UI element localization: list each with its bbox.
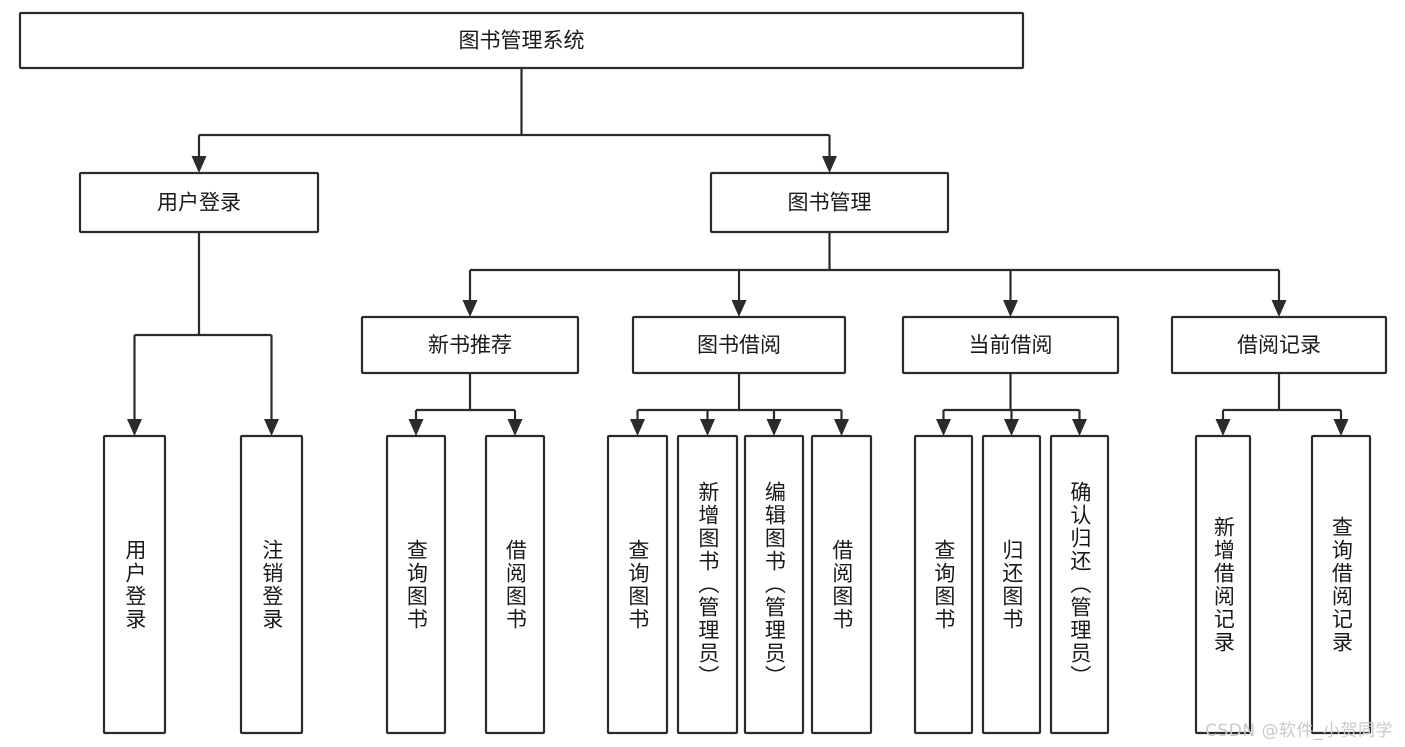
arrow-into-borrow-record xyxy=(1271,300,1287,317)
arrow-into-leaf-cur-return-book xyxy=(1004,419,1019,436)
node-user-login-label: 用户登录 xyxy=(157,191,241,215)
arrow-into-leaf-rec-add-record xyxy=(1215,419,1231,436)
leaf-leaf-rec-query-book-box[interactable] xyxy=(385,434,447,735)
root-root-box[interactable] xyxy=(18,11,1025,70)
arrow-into-leaf-rec-query-book xyxy=(408,419,424,436)
node-book-borrow-box[interactable] xyxy=(631,315,847,375)
arrow-into-user-login xyxy=(191,156,207,173)
node-current-borrow-box[interactable] xyxy=(901,315,1120,375)
leaf-leaf-borrow-add-book-box[interactable] xyxy=(676,434,739,735)
arrow-into-book-manage xyxy=(822,156,837,173)
node-borrow-record-label: 借阅记录 xyxy=(1237,333,1321,357)
arrow-into-current-borrow xyxy=(1003,300,1018,317)
boxes-layer xyxy=(18,11,1388,735)
arrow-into-leaf-user-login xyxy=(127,419,142,436)
arrow-into-leaf-borrow-edit-book xyxy=(766,419,782,436)
arrow-into-leaf-cur-query-book xyxy=(936,419,951,436)
leaf-leaf-cur-return-book-box[interactable] xyxy=(981,434,1042,735)
connectors-layer xyxy=(127,68,1349,436)
leaf-leaf-borrow-edit-book-box[interactable] xyxy=(743,434,805,735)
leaf-leaf-rec-query-record-box[interactable] xyxy=(1310,434,1372,735)
leaf-leaf-cur-query-book-box[interactable] xyxy=(913,434,974,735)
node-new-book-rec-label: 新书推荐 xyxy=(428,333,512,357)
arrow-into-leaf-user-logout xyxy=(264,419,279,436)
leaf-leaf-user-logout-box[interactable] xyxy=(239,434,304,735)
arrow-into-leaf-rec-borrow-book xyxy=(507,419,523,436)
arrow-into-leaf-cur-confirm-return xyxy=(1072,419,1087,436)
node-book-manage-box[interactable] xyxy=(709,171,950,234)
arrow-into-leaf-borrow-borrow-book xyxy=(834,419,849,436)
leaf-leaf-cur-confirm-return-box[interactable] xyxy=(1049,434,1110,735)
arrow-into-new-book-rec xyxy=(462,300,478,317)
leaf-leaf-borrow-query-book-box[interactable] xyxy=(606,434,669,735)
node-book-manage-label: 图书管理 xyxy=(788,191,872,215)
arrow-into-leaf-borrow-add-book xyxy=(700,419,715,436)
node-borrow-record-box[interactable] xyxy=(1170,315,1388,375)
leaf-leaf-rec-borrow-book-box[interactable] xyxy=(484,434,546,735)
node-new-book-rec-box[interactable] xyxy=(360,315,580,375)
arrow-into-leaf-borrow-query-book xyxy=(630,419,645,436)
arrow-into-book-borrow xyxy=(731,300,747,317)
leaf-leaf-rec-add-record-box[interactable] xyxy=(1194,434,1252,735)
arrow-into-leaf-rec-query-record xyxy=(1333,419,1349,436)
node-current-borrow-label: 当前借阅 xyxy=(969,333,1053,357)
node-book-borrow-label: 图书借阅 xyxy=(697,333,781,357)
leaf-leaf-user-login-box[interactable] xyxy=(102,434,167,735)
node-user-login-box[interactable] xyxy=(78,171,320,234)
csdn-watermark: CSDN @软件_小贺同学 xyxy=(1205,721,1393,741)
leaf-leaf-borrow-borrow-book-box[interactable] xyxy=(810,434,873,735)
root-root-label: 图书管理系统 xyxy=(459,29,585,53)
